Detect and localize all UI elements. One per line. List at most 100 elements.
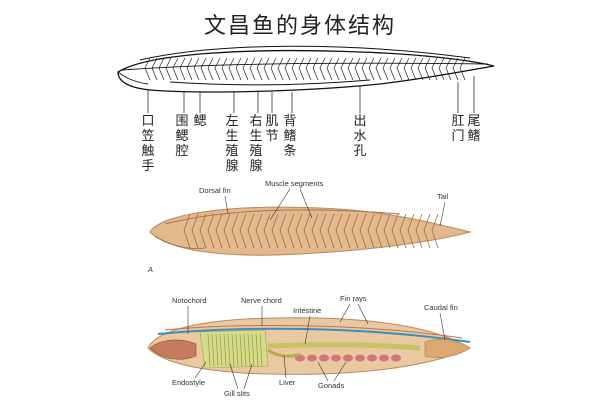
label-notochord: Notochord bbox=[172, 296, 207, 305]
top-label-char: 水 bbox=[353, 129, 366, 144]
bottom-caudal-fin bbox=[424, 338, 471, 358]
top-myomere bbox=[270, 57, 277, 81]
gonad bbox=[331, 354, 341, 362]
label-tail: Tail bbox=[437, 192, 449, 201]
top-label-char: 肛 bbox=[451, 114, 464, 129]
top-labels: 口笠触手围鳃腔鳃左生殖腺右生殖腺肌节背鳍条出水孔肛门尾鳍 bbox=[141, 76, 481, 174]
middle-dorsal-fin bbox=[164, 209, 401, 225]
top-label-char: 触 bbox=[141, 144, 154, 159]
top-myomere bbox=[151, 57, 158, 81]
leader-gonads-1 bbox=[317, 361, 329, 382]
top-myomere bbox=[291, 57, 298, 81]
top-myomere bbox=[389, 57, 396, 81]
top-myomere bbox=[382, 57, 389, 81]
top-label-char: 尾 bbox=[467, 114, 480, 129]
top-label-char: 肌 bbox=[265, 114, 278, 129]
top-label-char: 条 bbox=[283, 143, 296, 159]
top-myomere bbox=[361, 57, 368, 81]
top-myomere bbox=[396, 57, 403, 81]
top-myomere bbox=[452, 57, 459, 81]
top-label-char: 腺 bbox=[225, 159, 238, 174]
top-myomere bbox=[326, 57, 333, 81]
top-label-myomere: 肌节 bbox=[265, 92, 279, 144]
middle-myomere bbox=[311, 213, 319, 249]
top-myomere bbox=[179, 57, 186, 81]
gonad bbox=[379, 354, 389, 362]
middle-myomere bbox=[239, 213, 247, 249]
middle-myomere bbox=[415, 213, 423, 249]
leader-caudal-fin bbox=[439, 312, 446, 341]
middle-myomere bbox=[327, 213, 335, 249]
label-muscle-segments: Muscle segments bbox=[265, 179, 324, 188]
gill-bar bbox=[247, 333, 251, 367]
top-myomere bbox=[417, 57, 424, 81]
middle-gill-region bbox=[154, 235, 206, 249]
top-myomere bbox=[158, 57, 165, 81]
top-myomere bbox=[207, 57, 214, 81]
top-myomere bbox=[249, 57, 256, 81]
top-label-char: 门 bbox=[451, 129, 464, 144]
top-label-atrium: 围鳃腔 bbox=[175, 92, 189, 159]
top-myomere bbox=[221, 57, 228, 81]
top-label-char: 生 bbox=[249, 129, 262, 144]
top-label-char: 左 bbox=[225, 114, 238, 129]
top-label-atriopore: 出水孔 bbox=[353, 86, 367, 159]
top-myomere bbox=[431, 57, 438, 81]
figure-letter: A bbox=[147, 265, 153, 274]
middle-myomere bbox=[231, 213, 239, 249]
top-myomere bbox=[424, 57, 431, 81]
bottom-oral-hood bbox=[149, 339, 197, 360]
middle-myomere bbox=[215, 213, 223, 249]
top-myomere bbox=[354, 57, 361, 81]
gill-bar bbox=[219, 333, 223, 367]
top-label-char: 鳃 bbox=[175, 129, 188, 144]
top-label-char: 腺 bbox=[249, 159, 262, 174]
bottom-nerve-chord bbox=[164, 324, 463, 339]
top-myomere bbox=[214, 57, 221, 81]
gonad bbox=[343, 354, 353, 362]
top-label-char: 围 bbox=[175, 114, 188, 129]
middle-myomere bbox=[295, 213, 303, 249]
middle-myomere bbox=[279, 213, 287, 249]
label-caudal-fin: Caudal fin bbox=[424, 303, 458, 312]
middle-myomere bbox=[359, 213, 367, 249]
top-myomere bbox=[186, 57, 193, 81]
gill-bar bbox=[239, 333, 243, 367]
top-myomere bbox=[165, 57, 172, 81]
top-myomere bbox=[438, 57, 445, 81]
middle-drawing bbox=[149, 206, 472, 256]
top-label-char: 孔 bbox=[353, 144, 366, 159]
top-myomere bbox=[277, 57, 284, 81]
bottom-gut bbox=[267, 342, 421, 351]
middle-myomere bbox=[223, 213, 231, 249]
label-dorsal-fin: Dorsal fin bbox=[199, 186, 231, 195]
top-myomere bbox=[235, 57, 242, 81]
middle-myomere bbox=[263, 213, 271, 249]
top-myomere bbox=[410, 57, 417, 81]
label-nerve-chord: Nerve chord bbox=[241, 296, 282, 305]
gonad bbox=[367, 354, 377, 362]
leader-endostyle bbox=[194, 361, 207, 379]
top-myomere bbox=[284, 57, 291, 81]
middle-myomere bbox=[191, 213, 199, 249]
top-body-outline bbox=[117, 49, 495, 93]
top-gut bbox=[169, 79, 371, 86]
top-myomere bbox=[375, 57, 382, 81]
gill-bar bbox=[259, 333, 263, 367]
middle-myomere bbox=[343, 213, 351, 249]
middle-myomere bbox=[271, 213, 279, 249]
gill-bar bbox=[211, 333, 215, 367]
top-label-char: 腔 bbox=[175, 144, 188, 159]
gill-bar bbox=[207, 333, 211, 367]
top-label-char: 口 bbox=[141, 114, 154, 129]
middle-myomere bbox=[207, 213, 215, 249]
middle-myomere bbox=[199, 213, 207, 249]
top-myomeres bbox=[144, 57, 466, 81]
leader-gonads-2 bbox=[333, 361, 347, 382]
leader-tail bbox=[439, 201, 446, 227]
top-myomere bbox=[298, 57, 305, 81]
